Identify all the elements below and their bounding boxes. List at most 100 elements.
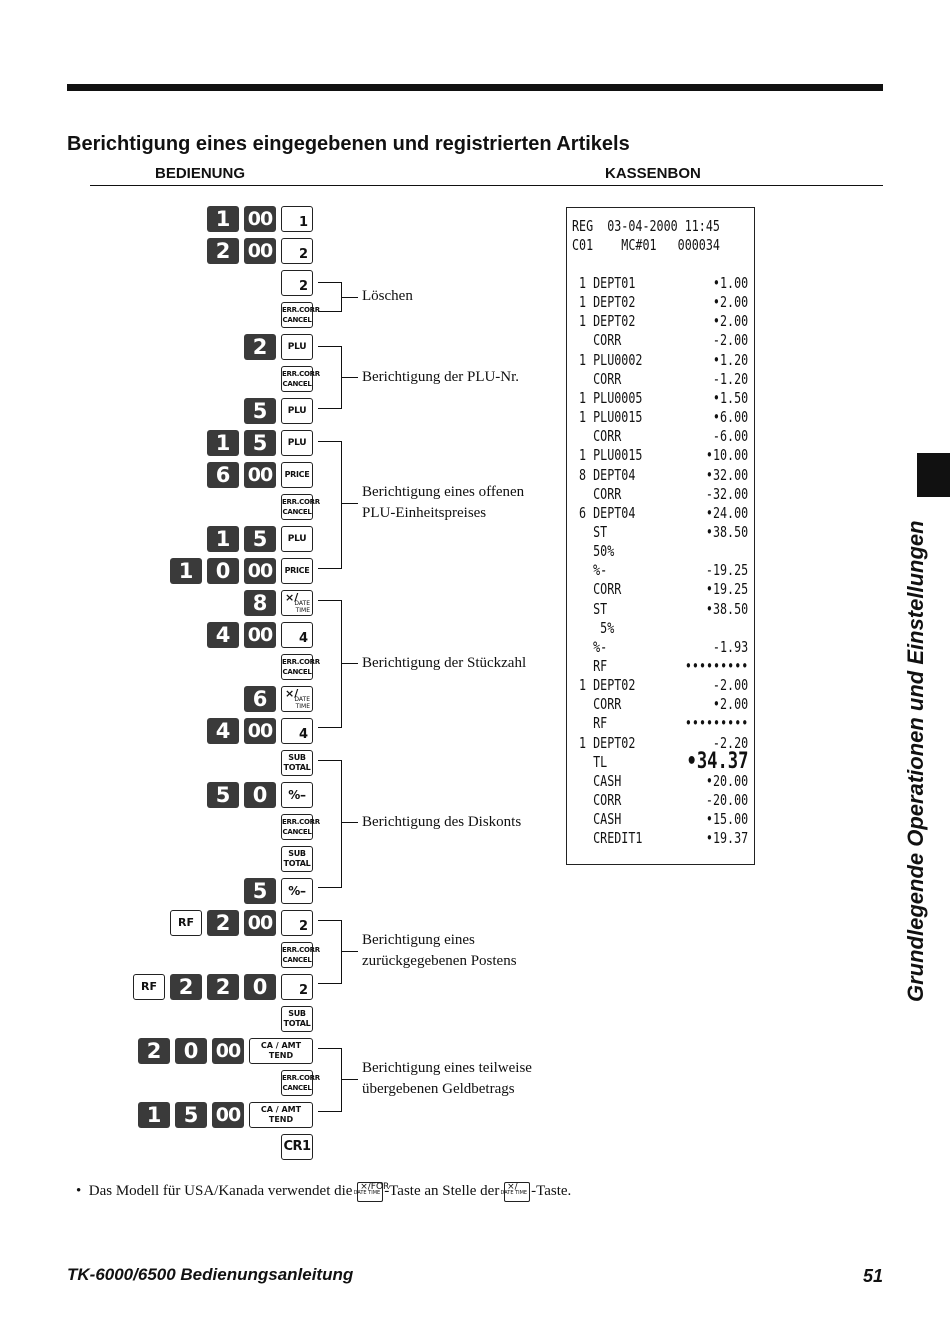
footnote: • Das Modell für USA/Kanada verwendet di… [76, 1180, 571, 1202]
label-refund-2: zurückgegebenen Postens [362, 953, 517, 969]
receipt-line-label: %- [572, 638, 608, 656]
label-plu-correction: Berichtigung der PLU-Nr. [362, 369, 520, 385]
multiply-date-time-key-icon: ×/DATE TIME [500, 1181, 531, 1202]
receipt-line-value: •38.50 [705, 523, 748, 541]
section-title: Berichtigung eines eingegebenen und regi… [67, 133, 630, 155]
key-digit-6: 6 [207, 462, 239, 488]
label-tender-1: Berichtigung eines teilweise [362, 1060, 532, 1076]
label-tender-2: übergebenen Geldbetrags [362, 1081, 515, 1097]
side-tab-marker [917, 453, 950, 497]
receipt-line-label: RF [572, 657, 608, 675]
label-delete: Löschen [362, 288, 413, 304]
key-double-zero: 00 [244, 558, 276, 584]
key-double-zero: 00 [244, 910, 276, 936]
footer-manual-title: TK-6000/6500 Bedienungsanleitung [67, 1265, 354, 1284]
receipt-line-value: •15.00 [705, 810, 748, 828]
key-digit-5: 5 [207, 782, 239, 808]
bracket-tender [318, 1048, 342, 1112]
key-price: PRICE [281, 558, 313, 584]
receipt-line-value: •6.00 [712, 408, 748, 426]
key-double-zero: 00 [212, 1102, 244, 1128]
column-heading-rule [90, 185, 883, 186]
receipt-line-label: 8 DEPT04 [572, 466, 636, 484]
receipt-line-label: CASH [572, 772, 622, 790]
receipt-line-label: 50% [572, 542, 615, 560]
key-double-zero: 00 [244, 206, 276, 232]
receipt-line-label: RF [572, 714, 608, 732]
bracket-tick [342, 822, 358, 823]
label-discount: Berichtigung des Diskonts [362, 814, 522, 830]
receipt-line-value: •1.20 [712, 351, 748, 369]
key-refund: RF [133, 974, 165, 1000]
key-dept-2: 2 [281, 238, 313, 264]
bracket-quantity [318, 600, 342, 728]
key-digit-2: 2 [207, 238, 239, 264]
receipt-line-label: 1 DEPT02 [572, 293, 636, 311]
receipt-line-label: 1 PLU0002 [572, 351, 643, 369]
receipt-line-value: •10.00 [705, 446, 748, 464]
receipt-line-label: CORR [572, 695, 622, 713]
key-digit-1: 1 [207, 206, 239, 232]
key-credit-1: CR1 [281, 1134, 313, 1160]
bracket-plu-correction [318, 346, 342, 409]
key-digit-0: 0 [244, 782, 276, 808]
label-open-price-1: Berichtigung eines offenen [362, 484, 525, 500]
key-digit-2: 2 [244, 334, 276, 360]
key-double-zero: 00 [244, 238, 276, 264]
receipt-line-label: CORR [572, 370, 622, 388]
receipt-line-label: CORR [572, 427, 622, 445]
bracket-open-price [318, 441, 342, 569]
bracket-tick [342, 377, 358, 378]
receipt-header-line-1: REG 03-04-2000 11:45 [572, 217, 720, 235]
key-digit-2: 2 [207, 910, 239, 936]
column-heading-receipt: KASSENBON [605, 165, 701, 182]
receipt-line-label: CORR [572, 485, 622, 503]
key-digit-1: 1 [207, 430, 239, 456]
receipt-line-label: ST [572, 600, 608, 618]
bracket-tick [342, 1079, 358, 1080]
receipt-header-line-2: C01 MC#01 000034 [572, 236, 720, 254]
key-digit-5: 5 [244, 878, 276, 904]
key-discount: %– [281, 878, 313, 904]
receipt-line-label: 1 PLU0015 [572, 446, 643, 464]
note-text-1: Das Modell für USA/Kanada verwendet die [88, 1183, 353, 1199]
receipt-line-label: CORR [572, 331, 622, 349]
key-dept-2: 2 [281, 910, 313, 936]
receipt-line-label: CREDIT1 [572, 829, 643, 847]
key-digit-2: 2 [207, 974, 239, 1000]
key-digit-2: 2 [138, 1038, 170, 1064]
bracket-discount [318, 760, 342, 888]
receipt-line-value: •2.00 [712, 695, 748, 713]
receipt-line-label: %- [572, 561, 608, 579]
receipt-line-value: -20.00 [705, 791, 748, 809]
receipt-line-label: 1 DEPT02 [572, 676, 636, 694]
label-quantity: Berichtigung der Stückzahl [362, 655, 527, 671]
receipt-line-value: -1.93 [712, 638, 748, 656]
key-discount: %– [281, 782, 313, 808]
receipt-line-value: •19.37 [705, 829, 748, 847]
receipt-line-value: •32.00 [705, 466, 748, 484]
receipt-line-label: CORR [572, 791, 622, 809]
receipt-line-value: -2.20 [712, 734, 748, 752]
key-digit-5: 5 [244, 398, 276, 424]
receipt-line-value: -19.25 [705, 561, 748, 579]
key-digit-5: 5 [175, 1102, 207, 1128]
receipt-line-value: •1.00 [712, 274, 748, 292]
key-price: PRICE [281, 462, 313, 488]
receipt-line-label: 1 DEPT01 [572, 274, 636, 292]
key-digit-8: 8 [244, 590, 276, 616]
key-dept-2: 2 [281, 974, 313, 1000]
key-dept-1: 1 [281, 206, 313, 232]
key-double-zero: 00 [244, 718, 276, 744]
